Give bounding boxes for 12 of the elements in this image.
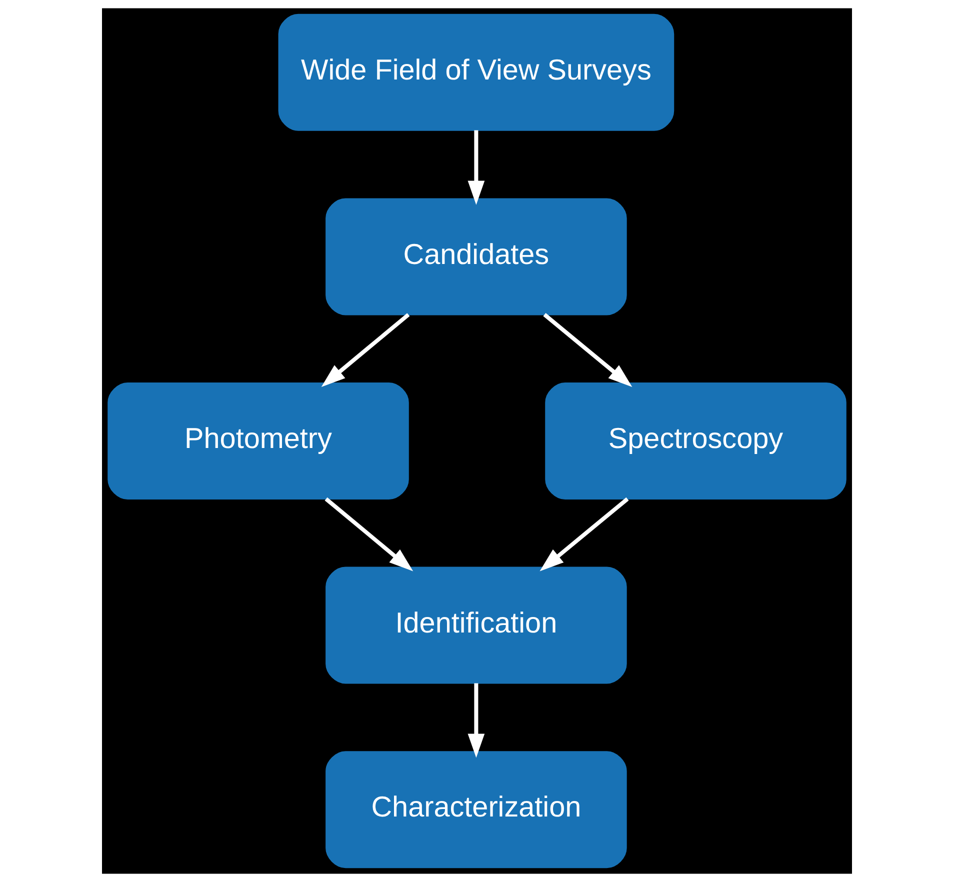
node-box: Identification xyxy=(325,566,626,684)
node-box: Spectroscopy xyxy=(544,382,846,500)
arrow xyxy=(320,313,410,387)
arrow xyxy=(467,683,484,758)
arrow xyxy=(324,497,413,572)
node-box: Photometry xyxy=(107,382,408,500)
arrow xyxy=(542,313,632,387)
node-box: Wide Field of View Surveys xyxy=(278,14,674,131)
node-box: Characterization xyxy=(325,751,626,868)
arrow xyxy=(539,497,628,572)
node-box: Candidates xyxy=(325,198,626,316)
arrow xyxy=(467,130,484,205)
